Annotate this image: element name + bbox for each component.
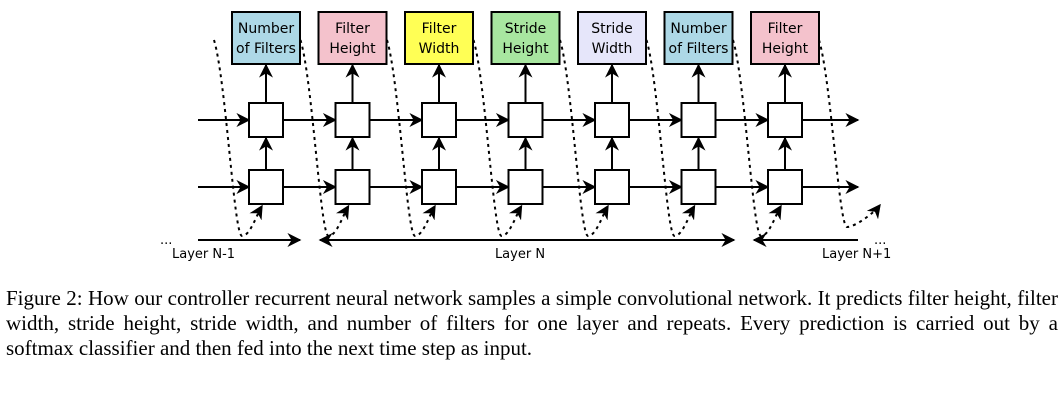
- rnn-cell-bottom: [594, 169, 630, 205]
- rnn-cell-bottom: [680, 169, 717, 205]
- rnn-cell-bottom: [334, 169, 371, 205]
- rnn-cell-bottom: [421, 169, 457, 205]
- layer-next-ellipsis: ...: [874, 233, 886, 248]
- output-label-line2: of Filters: [236, 41, 296, 57]
- rnn-cell-top: [421, 102, 457, 138]
- output-label-line2: Height: [329, 41, 376, 57]
- figure-caption: Figure 2: How our controller recurrent n…: [6, 286, 1058, 360]
- output-label-line1: Filter: [422, 21, 457, 37]
- output-label-line2: Height: [762, 41, 809, 57]
- rnn-cell-top: [680, 102, 717, 138]
- rnn-cell-top: [594, 102, 630, 138]
- feedback-arrow: [645, 39, 696, 238]
- rnn-cell-top: [334, 102, 371, 138]
- output-label-line2: of Filters: [669, 41, 729, 57]
- rnn-cell-top: [248, 102, 284, 138]
- feedback-arrow: [213, 39, 263, 238]
- time-step: Number of Filters: [629, 11, 734, 238]
- feedback-arrow: [386, 39, 436, 238]
- rnn-cell-bottom: [248, 169, 284, 205]
- feedback-arrow-out: [818, 39, 881, 229]
- output-label-line1: Stride: [591, 21, 633, 37]
- layer-next-label: Layer N+1: [822, 247, 891, 262]
- output-label-line1: Stride: [505, 21, 547, 37]
- output-box: [317, 11, 388, 65]
- feedback-arrow: [472, 39, 523, 238]
- output-label-line1: Filter: [768, 21, 803, 37]
- feedback-arrow: [299, 39, 350, 238]
- layer-prev-ellipsis: ...: [160, 233, 172, 248]
- rnn-cell-top: [507, 102, 544, 138]
- output-label-line2: Width: [592, 41, 633, 57]
- output-box: [663, 11, 734, 65]
- output-label-line1: Number: [238, 21, 294, 37]
- layer-prev-label: Layer N-1: [172, 247, 235, 262]
- rnn-cell-bottom: [767, 169, 803, 205]
- rnn-cell-bottom: [507, 169, 544, 205]
- output-box: [490, 11, 561, 65]
- feedback-arrow: [732, 39, 782, 238]
- feedback-arrow: [559, 39, 609, 238]
- output-box: [750, 11, 820, 65]
- output-box: [577, 11, 647, 65]
- output-label-line2: Height: [502, 41, 549, 57]
- output-label-line1: Filter: [335, 21, 370, 37]
- time-step: Number of Filters: [198, 11, 301, 238]
- rnn-cell-top: [767, 102, 803, 138]
- output-box: [404, 11, 474, 65]
- output-label-line1: Number: [670, 21, 726, 37]
- layer-current-label: Layer N: [495, 247, 545, 262]
- output-box: [231, 11, 301, 65]
- output-label-line2: Width: [419, 41, 460, 57]
